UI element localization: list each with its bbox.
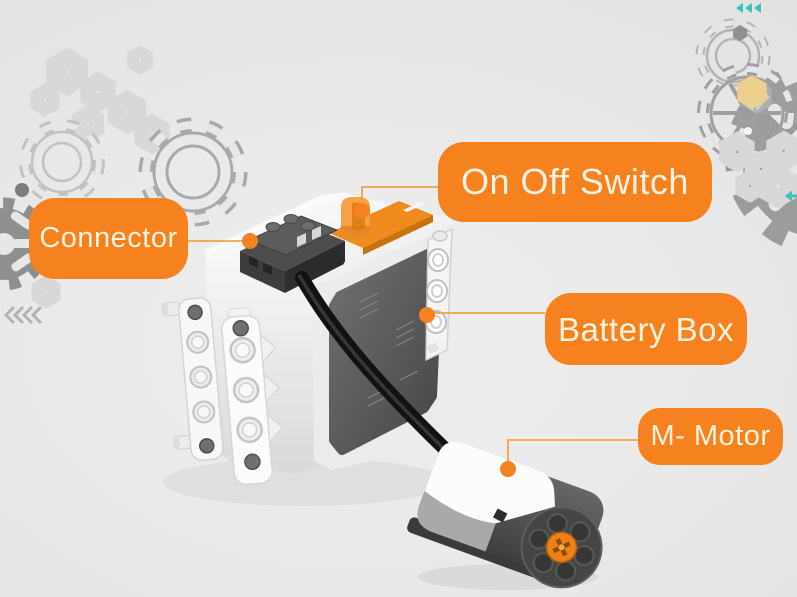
- m-motor-illustration: [407, 441, 604, 589]
- leader-lines: [188, 186, 638, 466]
- label-m-motor-text: M- Motor: [650, 420, 771, 452]
- label-connector-text: Connector: [39, 222, 178, 254]
- technic-beam-back: [161, 297, 224, 462]
- triple-arrow-left-icon: [736, 3, 761, 13]
- label-on-off-switch-text: On Off Switch: [461, 161, 689, 202]
- label-battery-box-text: Battery Box: [557, 310, 735, 348]
- technic-beam-front: [221, 307, 284, 486]
- side-pin-holes: [425, 228, 453, 361]
- gear-outline-icon: [695, 18, 771, 94]
- background-hexagons-top-right: [727, 127, 793, 198]
- label-connector: Connector: [29, 198, 188, 279]
- gear-outline-icon: [138, 117, 248, 227]
- label-on-off-switch: On Off Switch: [438, 142, 712, 222]
- label-battery-box: Battery Box: [545, 293, 747, 365]
- label-m-motor: M- Motor: [638, 408, 783, 465]
- arrow-left-icon: [785, 190, 797, 202]
- chevrons-left-icon: [3, 305, 43, 325]
- cable: [295, 271, 453, 457]
- leader-dots: [242, 203, 516, 477]
